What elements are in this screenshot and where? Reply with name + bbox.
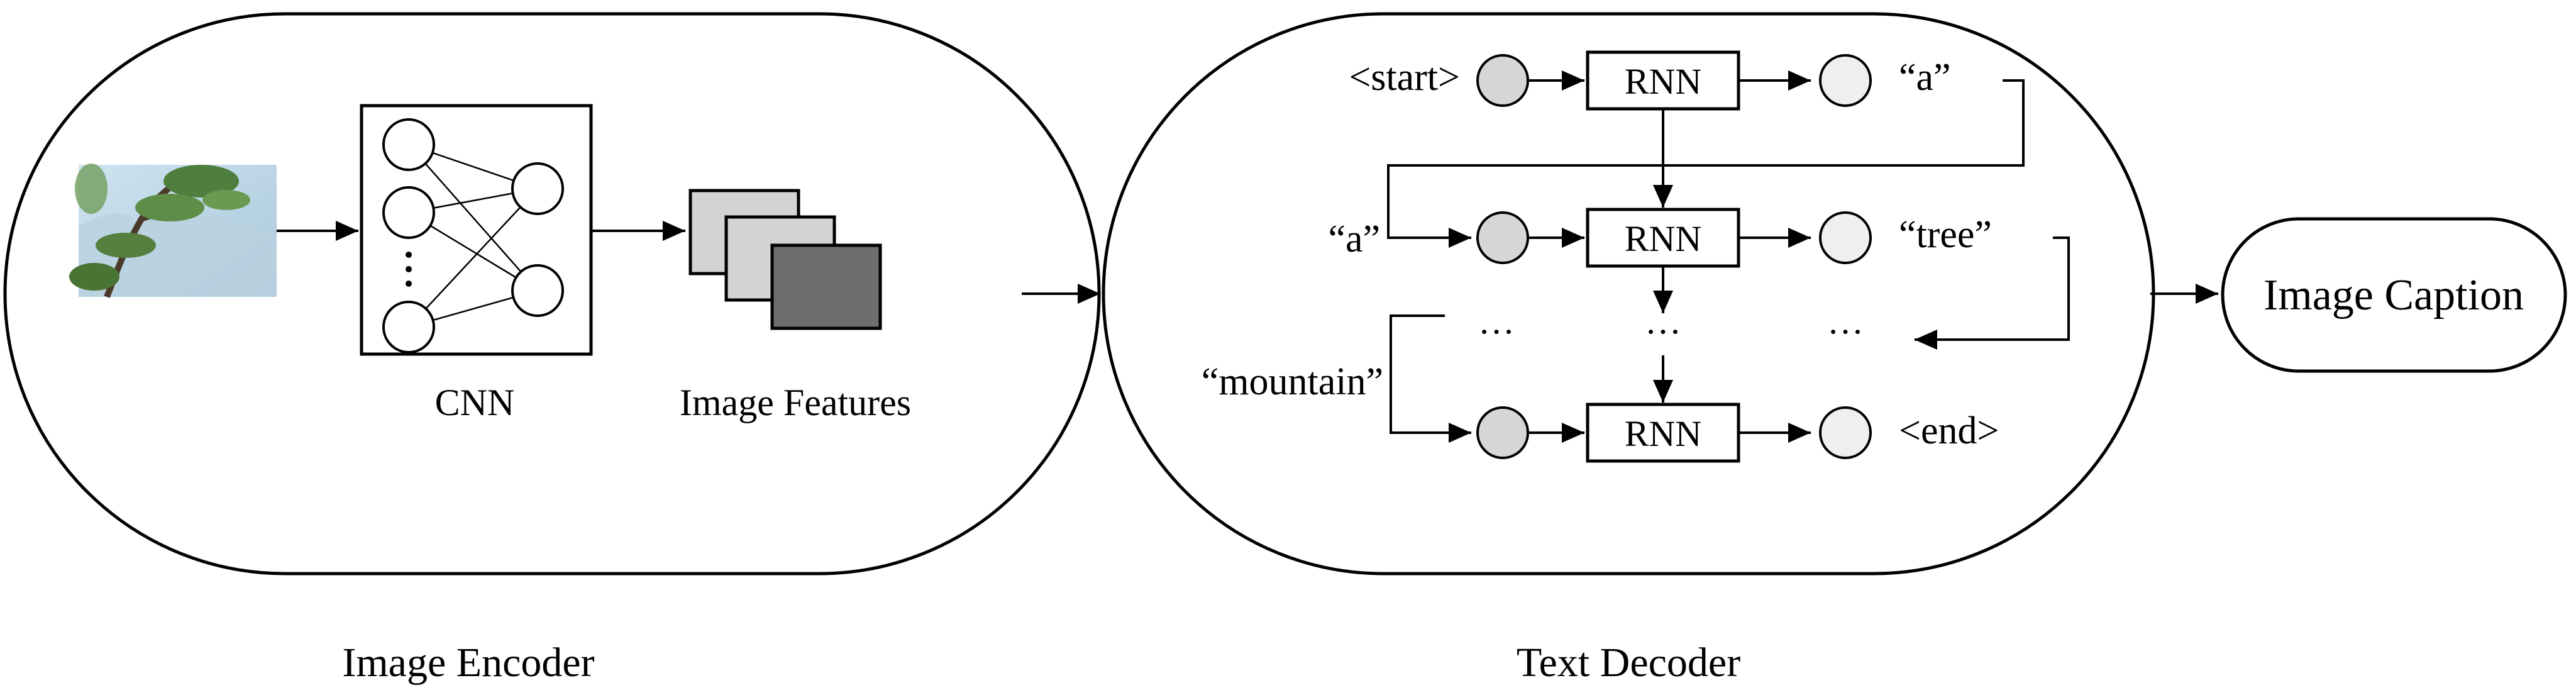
ellipsis-input: … (1478, 301, 1515, 342)
token-mountain: “mountain” (1202, 360, 1383, 403)
feedback-mountain (1390, 314, 1471, 443)
image-caption-label: Image Caption (2264, 271, 2524, 320)
cnn-block (360, 104, 593, 356)
cnn-node (382, 118, 435, 171)
cnn-node (382, 301, 435, 353)
image-caption-box (2221, 217, 2567, 373)
cnn-label: CNN (435, 382, 515, 423)
output-token-node (1819, 54, 1872, 107)
text-decoder-title: Text Decoder (1517, 640, 1740, 686)
output-token-node (1819, 211, 1872, 264)
token-tree: “tree” (1899, 213, 1992, 256)
rnn-label: RNN (1625, 218, 1701, 259)
token-a-in: “a” (1328, 218, 1380, 260)
input-token-node (1476, 54, 1529, 107)
rnn-label: RNN (1625, 413, 1701, 454)
image-encoder-title: Image Encoder (342, 640, 594, 686)
token-start: <start> (1349, 56, 1460, 99)
ellipsis-rnn: … (1645, 301, 1681, 342)
input-image (69, 164, 277, 298)
cnn-node (382, 186, 435, 239)
output-token-node (1819, 406, 1872, 459)
token-end: <end> (1899, 409, 1999, 452)
ellipsis-output: … (1827, 301, 1864, 342)
input-token-node (1476, 211, 1529, 264)
rnn-label: RNN (1625, 61, 1701, 102)
rnn-cell-1 (1586, 50, 1740, 111)
image-features-label: Image Features (680, 382, 911, 423)
feedback-a (1387, 79, 2025, 248)
cnn-node (511, 264, 564, 317)
feedback-tree (1915, 236, 2070, 350)
input-token-node (1476, 406, 1529, 459)
cnn-node (511, 162, 564, 215)
token-a-out: “a” (1899, 56, 1951, 99)
image-features-stack (688, 189, 882, 330)
